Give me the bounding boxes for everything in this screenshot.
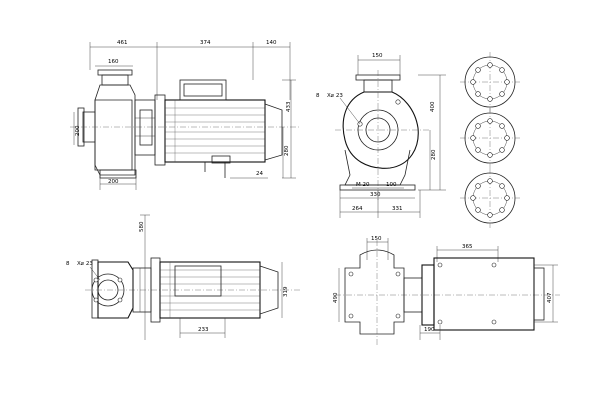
dim-190: 190 (424, 327, 435, 333)
dim-280-height: 280 (284, 145, 290, 156)
dim-150-top: 150 (372, 53, 383, 59)
base-plan-view: 150 365 490 407 190 (333, 236, 560, 345)
dim-100-foot: 100 (386, 182, 397, 188)
dim-200-base: 200 (108, 179, 119, 185)
dim-330-foot: 330 (370, 192, 381, 198)
dim-150-base: 150 (371, 236, 382, 242)
dim-433-height: 433 (286, 101, 292, 112)
flange-bolt-count: 8 (316, 93, 320, 99)
dim-264-left: 264 (352, 206, 363, 212)
flange-detail-3 (460, 168, 520, 228)
flange-bolt-spec: X⌀ 23 (327, 93, 343, 99)
dim-m20: M 20 (356, 182, 370, 188)
flange-detail-2 (460, 108, 520, 168)
flange-details (460, 52, 520, 228)
dim-374: 374 (200, 40, 211, 46)
dim-365: 365 (462, 244, 473, 250)
dim-331-right: 331 (392, 206, 403, 212)
dim-490: 490 (333, 292, 339, 303)
top-view: 580 8 X⌀ 23 319 233 (66, 214, 300, 340)
top-flange-bolt-spec: X⌀ 23 (77, 261, 93, 267)
dim-400-height: 400 (430, 101, 436, 112)
dim-319: 319 (283, 286, 289, 297)
dim-580: 580 (139, 221, 145, 232)
dim-280-lower: 280 (431, 149, 437, 160)
dim-200-height: 200 (75, 125, 81, 136)
dim-140: 140 (266, 40, 277, 46)
flange-detail-1 (460, 52, 520, 112)
dim-461: 461 (117, 40, 128, 46)
top-flange-bolt-count: 8 (66, 261, 70, 267)
end-view: 150 8 X⌀ 23 400 280 M 20 100 330 (316, 53, 446, 218)
dim-407: 407 (547, 292, 553, 303)
dim-233: 233 (198, 327, 209, 333)
side-view: 461 374 140 160 (70, 40, 300, 190)
dim-24-foot: 24 (256, 171, 263, 177)
dim-160-flange: 160 (108, 59, 119, 65)
